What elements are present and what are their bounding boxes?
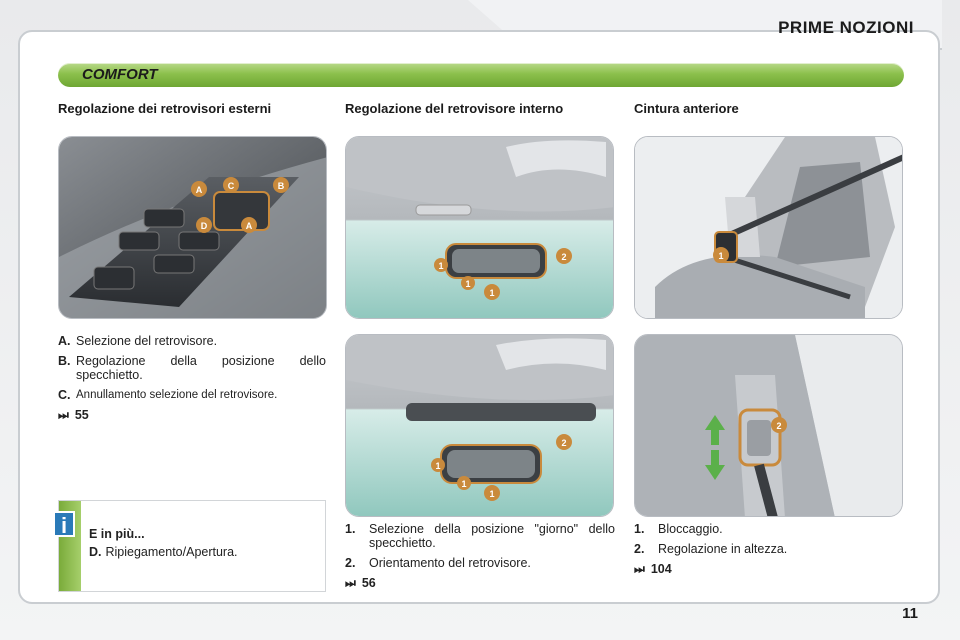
callout-b <box>273 177 289 193</box>
pillar-callout-2 <box>771 417 787 433</box>
svg-text:2: 2 <box>561 252 566 262</box>
interior-mirror-photo-2: 1 1 2 1 <box>345 334 614 517</box>
section-bar: COMFORT <box>58 63 904 87</box>
page-reference[interactable]: ⏭ 55 <box>58 408 89 422</box>
legend-item-1: 1. Selezione della posizione "giorno" de… <box>345 522 615 550</box>
door-switch-photo: A C B D A <box>58 136 327 319</box>
svg-text:1: 1 <box>718 251 723 261</box>
legend-external-mirrors: A. Selezione del retrovisore. B. Regolaz… <box>58 334 326 422</box>
interior-mirror-photo-1: 1 1 2 1 <box>345 136 614 319</box>
legend-seat-belt: 1. Bloccaggio. 2. Regolazione in altezza… <box>634 522 904 576</box>
legend-item-2: 2. Orientamento del retrovisore. <box>345 556 531 570</box>
svg-text:C: C <box>228 181 235 191</box>
svg-text:B: B <box>278 181 285 191</box>
mirror-callout-1 <box>434 258 448 272</box>
belt-callout-1 <box>713 247 729 263</box>
svg-text:A: A <box>246 221 253 231</box>
legend-item-2: 2. Regolazione in altezza. <box>634 542 788 556</box>
mirror-callout-2 <box>556 248 572 264</box>
svg-text:1: 1 <box>489 288 494 298</box>
heading-seat-belt: Cintura anteriore <box>634 101 739 116</box>
svg-text:2: 2 <box>776 421 781 431</box>
seat-belt-photo: 1 <box>634 136 903 319</box>
mirror2-callout-1c <box>484 485 500 501</box>
info-line: D.Ripiegamento/Apertura. <box>89 545 238 559</box>
page-number: 11 <box>902 605 918 622</box>
legend-item-a: A. Selezione del retrovisore. <box>58 334 218 348</box>
callout-a <box>191 181 207 197</box>
svg-text:A: A <box>196 185 203 195</box>
callout-d <box>196 217 212 233</box>
legend-item-c: C. Annullamento selezione del retrovisor… <box>58 388 278 402</box>
mirror-callout-1c <box>484 284 500 300</box>
info-title: E in più... <box>89 527 145 541</box>
forward-arrow-icon: ⏭ <box>345 576 356 590</box>
callout-a-2 <box>241 217 257 233</box>
belt-height-photo: 2 <box>634 334 903 517</box>
mirror2-callout-1 <box>431 458 445 472</box>
mirror2-callout-2 <box>556 434 572 450</box>
legend-item-1: 1. Bloccaggio. <box>634 522 723 536</box>
callout-c <box>223 177 239 193</box>
svg-text:1: 1 <box>438 261 443 271</box>
svg-text:1: 1 <box>461 479 466 489</box>
svg-text:D: D <box>201 221 208 231</box>
section-label: COMFORT <box>82 66 158 83</box>
page-reference[interactable]: ⏭ 104 <box>634 562 672 576</box>
page-title: PRIME NOZIONI <box>778 18 914 37</box>
forward-arrow-icon: ⏭ <box>634 562 645 576</box>
svg-text:2: 2 <box>561 438 566 448</box>
svg-text:1: 1 <box>435 461 440 471</box>
info-box: i E in più... D.Ripiegamento/Apertura. <box>53 500 326 592</box>
mirror2-callout-1b <box>457 476 471 490</box>
page-reference[interactable]: ⏭ 56 <box>345 576 376 590</box>
svg-text:1: 1 <box>465 279 470 289</box>
heading-internal-mirror: Regolazione del retrovisore interno <box>345 101 564 116</box>
forward-arrow-icon: ⏭ <box>58 408 69 422</box>
mirror-callout-1b <box>461 276 475 290</box>
legend-item-b: B. Regolazione della posizione dello spe… <box>58 354 326 382</box>
svg-text:1: 1 <box>489 489 494 499</box>
heading-external-mirrors: Regolazione dei retrovisori esterni <box>58 101 272 116</box>
info-icon: i <box>53 511 75 538</box>
legend-internal-mirror: 1. Selezione della posizione "giorno" de… <box>345 522 615 590</box>
